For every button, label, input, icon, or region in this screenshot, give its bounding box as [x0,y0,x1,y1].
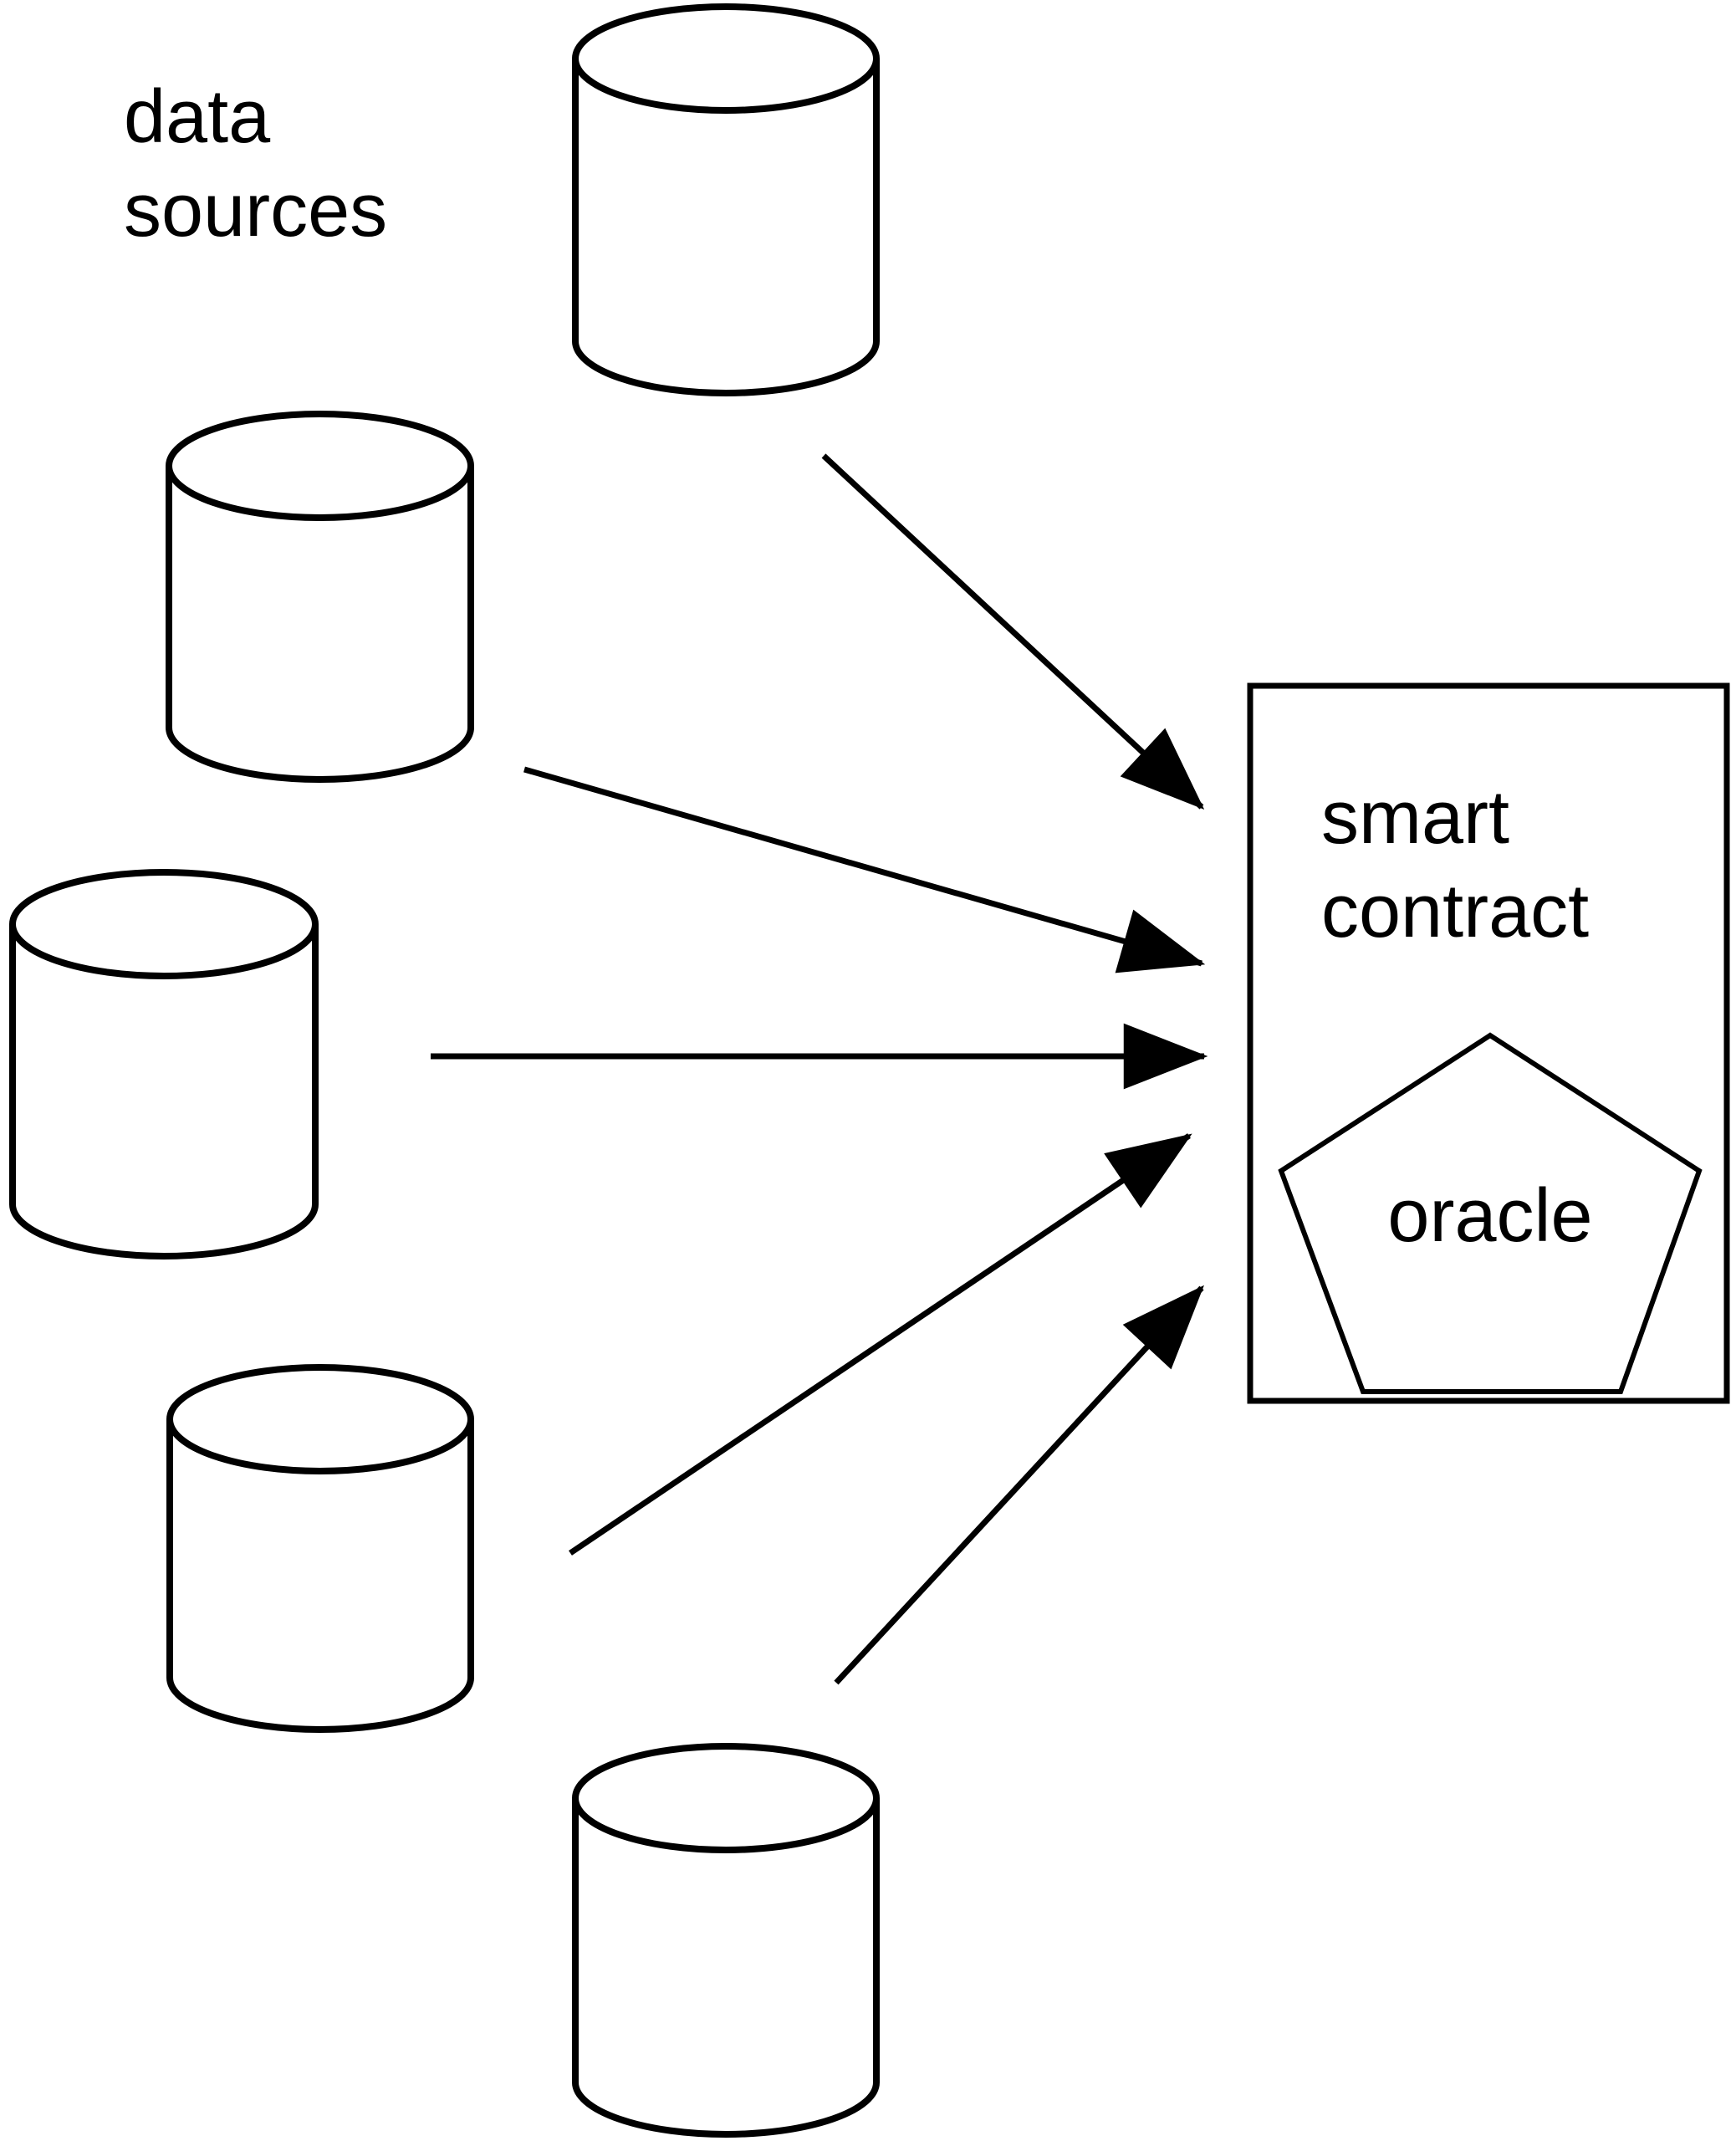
edge-arrow-5 [834,1285,1204,1685]
oracle-label: oracle [1387,1174,1593,1258]
edge-arrow-1 [821,453,1205,810]
edge-arrow-4 [569,1133,1192,1556]
oracle-pentagon [1278,1032,1703,1394]
data-source-cylinder-3 [9,869,319,1260]
data-source-cylinder-2 [166,411,474,783]
data-source-cylinder-4 [166,1364,474,1733]
data-source-cylinder-5 [572,1743,880,2138]
smart-contract-label: smart contract [1321,776,1590,953]
edge-arrow-2 [523,766,1206,973]
data-source-cylinder-1 [572,3,880,396]
data-sources-label: data sources [124,75,388,253]
smart-contract-label-wrap: smart contract [1250,771,1727,958]
